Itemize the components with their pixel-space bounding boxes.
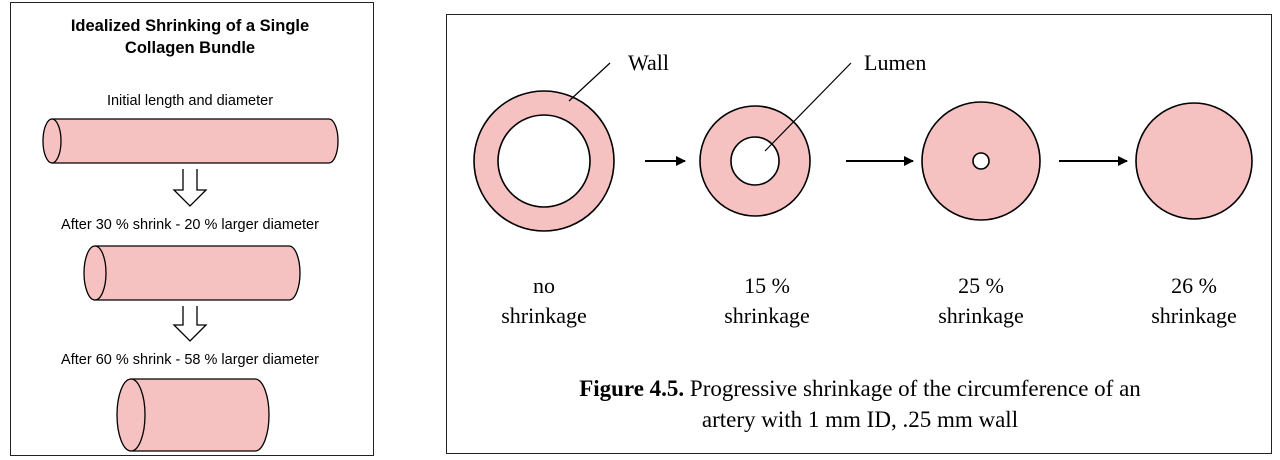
- lumen-leader-line: [764, 62, 852, 152]
- cylinder-60-percent: [116, 378, 270, 452]
- bundle-title-line1: Idealized Shrinking of a Single: [71, 17, 309, 35]
- cylinder-30-percent: [83, 245, 301, 301]
- collagen-bundle-diagram: Idealized Shrinking of a Single Collagen…: [42, 17, 339, 452]
- artery-ring-25-percent: [921, 101, 1041, 221]
- bundle-title-line2: Collagen Bundle: [125, 39, 255, 57]
- wall-leader-line: [568, 62, 611, 102]
- collagen-bundle-panel: Idealized Shrinking of a Single Collagen…: [10, 2, 374, 456]
- stage2-label: After 30 % shrink - 20 % larger diameter: [61, 217, 319, 233]
- stage3-label: After 60 % shrink - 58 % larger diameter: [61, 352, 319, 368]
- artery-shrinkage-panel: Wall Lumen no shrinkage 15 % shrinkage: [446, 14, 1272, 454]
- stage-label-1-line1: 15 %: [744, 273, 790, 298]
- stage1-label: Initial length and diameter: [107, 93, 273, 109]
- down-arrow-1: [172, 169, 208, 207]
- artery-ring-no-shrinkage: [473, 90, 615, 232]
- figure-caption-line2: artery with 1 mm ID, .25 mm wall: [702, 407, 1018, 432]
- artery-disc-26-percent: [1135, 102, 1253, 220]
- stage-label-1-line2: shrinkage: [724, 303, 810, 328]
- stage-label-3-line1: 26 %: [1171, 273, 1217, 298]
- stage-label-2-line2: shrinkage: [938, 303, 1024, 328]
- figure-caption-label: Figure 4.5.: [579, 376, 684, 401]
- figure-caption-text1: Progressive shrinkage of the circumferen…: [684, 376, 1141, 401]
- cylinder-initial: [42, 118, 339, 164]
- figure-caption-line1: Figure 4.5. Progressive shrinkage of the…: [579, 376, 1141, 401]
- lumen-label: Lumen: [864, 50, 926, 75]
- stage-label-0-line2: shrinkage: [501, 303, 587, 328]
- stage-label-0-line1: no: [533, 273, 555, 298]
- wall-label: Wall: [628, 50, 669, 75]
- stage-label-3-line2: shrinkage: [1151, 303, 1237, 328]
- artery-shrinkage-diagram: Wall Lumen no shrinkage 15 % shrinkage: [473, 50, 1253, 432]
- stage-label-2-line1: 25 %: [958, 273, 1004, 298]
- down-arrow-2: [172, 306, 208, 342]
